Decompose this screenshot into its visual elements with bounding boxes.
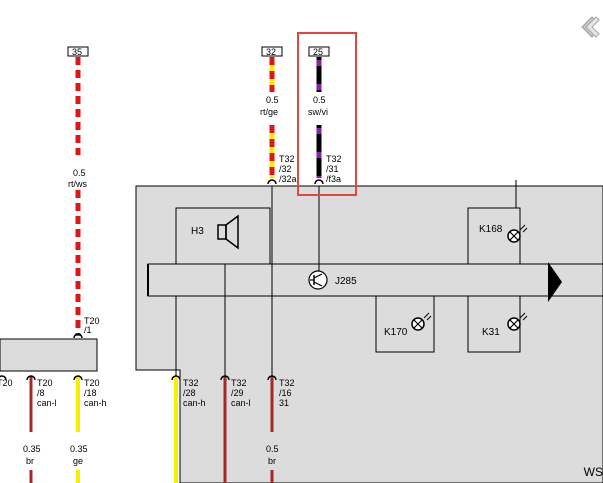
svg-text:25: 25 (313, 47, 323, 57)
svg-text:/16: /16 (279, 388, 292, 398)
svg-text:T32: T32 (279, 154, 295, 164)
svg-text:/28: /28 (183, 388, 196, 398)
k31-label: K31 (482, 327, 500, 338)
svg-text:T20: T20 (0, 378, 13, 388)
chevron-left-icon[interactable] (578, 15, 600, 39)
svg-text:0.35: 0.35 (70, 444, 88, 454)
svg-text:/31: /31 (326, 164, 339, 174)
lamp-icon (507, 312, 528, 331)
transistor-icon (308, 270, 328, 290)
triangle-right-icon[interactable] (548, 262, 562, 302)
svg-text:T20: T20 (84, 316, 100, 326)
wire-ref-35 (67, 46, 89, 57)
wire-ref-32 (261, 46, 283, 57)
svg-text:can-h: can-h (84, 398, 107, 408)
horn-icon (217, 214, 239, 250)
svg-text:can-l: can-l (37, 398, 57, 408)
svg-text:T20: T20 (37, 378, 53, 388)
svg-text:31: 31 (279, 398, 289, 408)
svg-text:can-l: can-l (231, 398, 251, 408)
svg-text:0.5: 0.5 (313, 95, 326, 105)
lamp-icon (507, 224, 528, 243)
svg-text:can-h: can-h (183, 398, 206, 408)
svg-text:0.5: 0.5 (266, 95, 279, 105)
svg-text:br: br (268, 456, 276, 466)
corner-label: WS (583, 465, 603, 479)
svg-text:32: 32 (266, 47, 276, 57)
wire-ref-25 (308, 46, 330, 57)
h3-component (175, 207, 271, 265)
k170-component (375, 295, 435, 353)
bus-bar (147, 263, 603, 297)
svg-text:ge: ge (73, 456, 83, 466)
j285-label: J285 (335, 276, 357, 287)
k170-label: K170 (384, 327, 408, 338)
svg-text:T32: T32 (326, 154, 342, 164)
k168-label: K168 (479, 224, 503, 235)
svg-text:0.5: 0.5 (73, 168, 86, 178)
svg-text:sw/vi: sw/vi (308, 107, 328, 117)
svg-text:br: br (26, 456, 34, 466)
svg-text:T20: T20 (84, 378, 100, 388)
svg-text:T32: T32 (231, 378, 247, 388)
svg-text:rt/ge: rt/ge (260, 107, 278, 117)
svg-text:/32: /32 (279, 164, 292, 174)
svg-text:/18: /18 (84, 388, 97, 398)
svg-text:35: 35 (72, 47, 82, 57)
svg-text:/f3a: /f3a (326, 174, 341, 184)
lamp-icon (411, 312, 432, 331)
highlight-box (297, 32, 357, 196)
svg-text:/29: /29 (231, 388, 244, 398)
svg-text:rt/ws: rt/ws (68, 179, 87, 189)
svg-text:/1: /1 (84, 325, 92, 335)
svg-text:/32a: /32a (279, 174, 297, 184)
svg-text:0.5: 0.5 (266, 444, 279, 454)
svg-text:0.35: 0.35 (23, 444, 41, 454)
svg-text:/8: /8 (37, 388, 45, 398)
h3-label: H3 (191, 226, 204, 237)
left-connector-block (0, 338, 98, 372)
control-unit-panel (135, 185, 603, 483)
svg-text:T32: T32 (279, 378, 295, 388)
svg-text:T32: T32 (183, 378, 199, 388)
